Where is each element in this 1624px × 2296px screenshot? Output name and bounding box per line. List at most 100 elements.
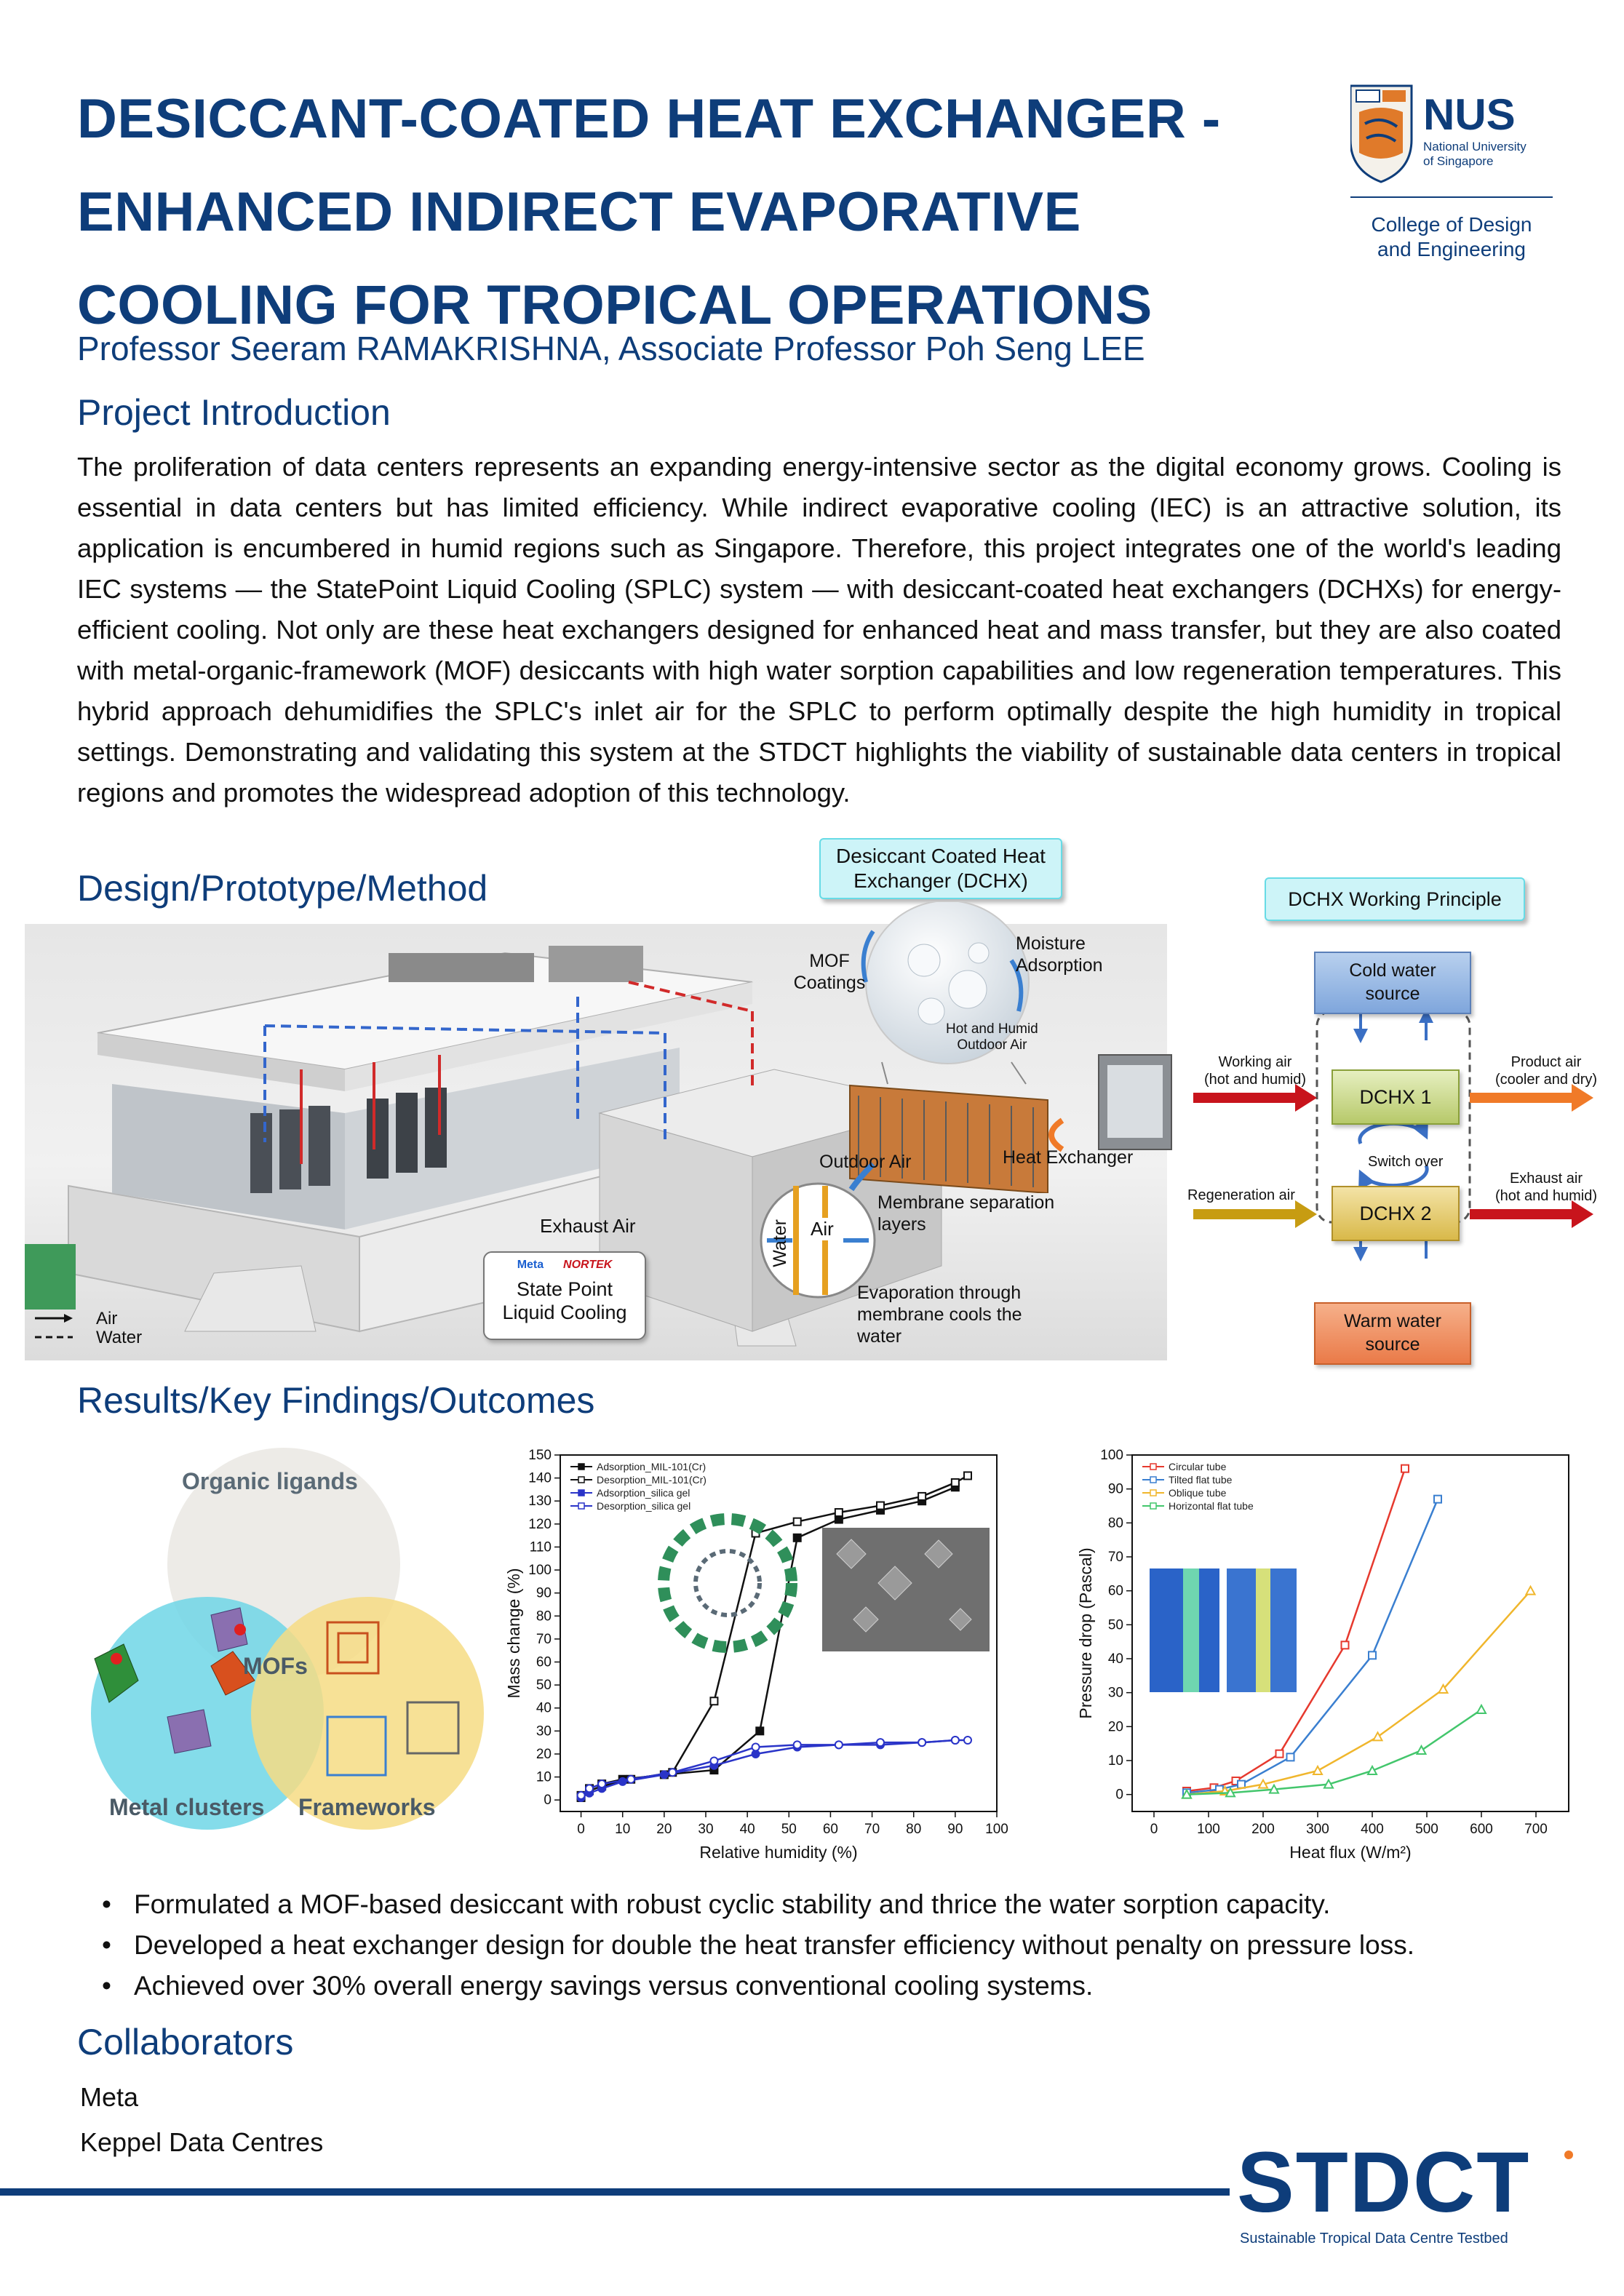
y-tick-label: 70 (1108, 1550, 1123, 1565)
y-tick-label: 10 (1108, 1753, 1123, 1769)
x-tick-label: 50 (781, 1822, 797, 1837)
legend-marker (1150, 1489, 1157, 1496)
data-point (597, 1779, 607, 1789)
stdct-logo: STDCT (1237, 2134, 1531, 2231)
cfd-inset-1-band (1183, 1568, 1199, 1692)
sem-crystal (877, 1566, 912, 1601)
y-tick-label: 70 (536, 1632, 552, 1647)
data-point (1340, 1641, 1350, 1650)
y-axis-label: Mass change (%) (504, 1568, 523, 1699)
exhaust-air-arrow (1470, 1200, 1593, 1228)
moisture-label-2: Adsorption (1016, 955, 1103, 976)
data-point (709, 1697, 719, 1706)
x-tick-label: 30 (698, 1822, 713, 1837)
footer-rule (0, 2188, 1230, 2196)
y-tick-label: 50 (1108, 1617, 1123, 1633)
x-tick-label: 200 (1251, 1822, 1275, 1837)
legend-water: Water (96, 1328, 143, 1347)
x-tick-label: 90 (947, 1822, 963, 1837)
data-point (918, 1738, 927, 1747)
membrane-detail (760, 1182, 876, 1299)
y-tick-label: 80 (536, 1609, 552, 1624)
data-point (792, 1533, 802, 1542)
sem-crystal (924, 1539, 953, 1568)
exhaust-air-line-2: (hot and humid) (1494, 1188, 1598, 1204)
heading-results: Results/Key Findings/Outcomes (77, 1380, 595, 1421)
data-point (1372, 1731, 1384, 1742)
data-point (1368, 1651, 1377, 1660)
x-tick-label: 0 (1150, 1822, 1158, 1837)
hot-air-label-2: Outdoor Air (957, 1037, 1027, 1053)
y-tick-label: 40 (536, 1701, 552, 1716)
sem-crystal (853, 1606, 879, 1633)
x-tick-label: 500 (1415, 1822, 1438, 1837)
dchx2-label: DCHX 2 (1359, 1202, 1432, 1224)
data-point (709, 1756, 719, 1766)
x-tick-label: 100 (985, 1822, 1008, 1837)
heading-design: Design/Prototype/Method (77, 868, 488, 909)
poster-title: DESICCANT-COATED HEAT EXCHANGER - ENHANC… (77, 73, 1314, 352)
legend-marker (1150, 1476, 1157, 1483)
data-point (1286, 1753, 1295, 1762)
product-air-line-1: Product air (1510, 1054, 1582, 1070)
data-point (626, 1774, 636, 1784)
data-point (1437, 1683, 1449, 1694)
sem-crystal (836, 1539, 867, 1569)
membrane-label-2: layers (877, 1214, 926, 1235)
x-tick-label: 20 (656, 1822, 672, 1837)
dchx2-box: DCHX 2 (1332, 1186, 1460, 1241)
data-point (585, 1784, 594, 1793)
collaborator-2: Keppel Data Centres (80, 2127, 324, 2157)
college-line-1: College of Design (1371, 213, 1532, 236)
data-point (1401, 1464, 1409, 1473)
x-tick-label: 100 (1197, 1822, 1220, 1837)
y-tick-label: 60 (1108, 1584, 1123, 1599)
y-tick-label: 100 (1100, 1448, 1123, 1463)
mof-structure-inset (658, 1513, 797, 1653)
data-point (950, 1478, 960, 1487)
legend-marker (1150, 1463, 1157, 1470)
x-tick-label: 10 (615, 1822, 630, 1837)
server-racks (250, 1088, 447, 1193)
y-tick-label: 110 (530, 1539, 552, 1555)
nus-line-2: of Singapore (1423, 154, 1494, 168)
y-tick-label: 40 (1108, 1651, 1123, 1667)
finding-1: Formulated a MOF-based desiccant with ro… (102, 1884, 1557, 1925)
data-point (576, 1790, 586, 1800)
logo-divider (1350, 196, 1553, 198)
stdct-tagline: Sustainable Tropical Data Centre Testbed (1240, 2231, 1508, 2247)
y-tick-label: 120 (528, 1517, 552, 1532)
y-tick-label: 50 (536, 1678, 552, 1693)
venn-organic-label: Organic ligands (182, 1468, 358, 1494)
data-point (1275, 1749, 1284, 1758)
legend-marker (578, 1502, 585, 1510)
air-label: Air (811, 1218, 834, 1240)
mof-label-2: Coatings (793, 973, 866, 993)
intro-paragraph: The proliferation of data centers repres… (77, 452, 1561, 808)
mof-venn-diagram (91, 1448, 484, 1830)
data-point (876, 1501, 885, 1510)
dchx-label-line-1: Desiccant Coated Heat (836, 845, 1046, 867)
data-point (1268, 1783, 1280, 1794)
finding-3: Achieved over 30% overall energy savings… (102, 1966, 1557, 2006)
evap-label-2: membrane cools the (857, 1304, 1022, 1325)
x-tick-label: 60 (823, 1822, 838, 1837)
title-line-1: DESICCANT-COATED HEAT EXCHANGER - (77, 88, 1221, 150)
switch-over-label: Switch over (1368, 1154, 1444, 1170)
warm-water-line-1: Warm water (1344, 1311, 1441, 1331)
y-tick-label: 10 (536, 1770, 552, 1785)
outdoor-air-label: Outdoor Air (819, 1152, 912, 1172)
data-point (668, 1768, 677, 1777)
venn-metal-label: Metal clusters (109, 1794, 265, 1820)
cold-water-box: Cold water source (1314, 952, 1471, 1014)
sem-crystal (949, 1608, 972, 1631)
legend-label: Adsorption_MIL-101(Cr) (597, 1461, 706, 1472)
data-point (792, 1740, 802, 1750)
y-tick-label: 140 (528, 1471, 552, 1486)
legend-air: Air (96, 1309, 118, 1328)
data-point (834, 1508, 843, 1518)
product-air-line-2: (cooler and dry) (1494, 1072, 1598, 1088)
y-tick-label: 90 (1108, 1482, 1123, 1497)
exhaust-air-label: Exhaust Air (540, 1215, 636, 1237)
